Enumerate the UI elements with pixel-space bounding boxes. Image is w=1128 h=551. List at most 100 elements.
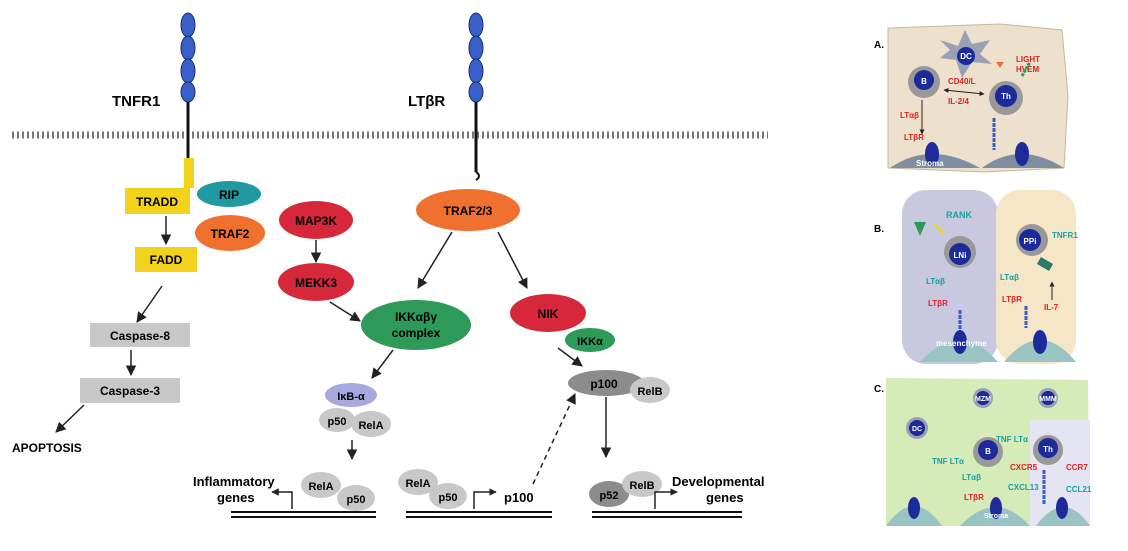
b-label-c: B	[985, 447, 991, 456]
p52-node	[589, 481, 629, 507]
map3k-node	[279, 201, 353, 239]
panel-b-label: B.	[874, 224, 884, 235]
mesenchyme-label-b: mesenchyme	[936, 339, 987, 348]
rela-node-g	[301, 472, 341, 498]
panel-b: B. RANK LNi PPi TNFR1 LTαβ LTβR LTαβ LTβ…	[874, 190, 1078, 364]
ikba-label: IκB-α	[337, 391, 365, 403]
arrow-nik-p100	[557, 347, 583, 367]
ltbr2-label-b: LTβR	[1002, 295, 1022, 304]
relb-node-r	[622, 471, 662, 497]
ikk-complex-node	[361, 300, 471, 350]
developmental-tss-arrow	[654, 488, 678, 509]
ltab-label-c: LTαβ	[962, 473, 981, 482]
rip-node	[197, 181, 261, 207]
rela-node-m	[398, 469, 438, 495]
rela-label-g: RelA	[308, 481, 333, 493]
p50-node-g	[337, 485, 375, 511]
arrow-traf23-ikk	[417, 231, 453, 289]
cxcr5-label-c: CXCR5	[1010, 463, 1038, 472]
ltbr1-label-b: LTβR	[928, 299, 948, 308]
ltbr-label-a: LTβR	[904, 133, 924, 142]
p50-label-m: p50	[439, 492, 458, 504]
p50-node-a	[319, 408, 355, 432]
panel-a: A. DC B Th CD40/L IL-2/4 LIGHT HVEM LTαβ…	[874, 23, 1069, 173]
ltbr-receptor	[468, 12, 484, 181]
rela-node-a	[351, 411, 391, 437]
th-cell-a	[995, 85, 1017, 107]
ccr7-label-c: CCR7	[1066, 463, 1088, 472]
developmental-genes-label-1: Developmental	[672, 474, 764, 489]
caspase8-label: Caspase-8	[110, 329, 170, 343]
inflammatory-tss-arrow	[271, 488, 293, 509]
ltab-label-a: LTαβ	[900, 111, 919, 120]
tnfr1-receptor	[180, 12, 196, 188]
ccl21-label-c: CCL21	[1066, 485, 1092, 494]
cxcl13-label-c: CXCL13	[1008, 483, 1039, 492]
arrow-b-th-a	[943, 87, 985, 97]
panel-a-label: A.	[874, 40, 884, 51]
tnfr1-label: TNFR1	[112, 93, 160, 110]
caspase3-box	[80, 378, 180, 403]
panel-b-left-bg	[902, 190, 998, 364]
light-label-a: LIGHT	[1016, 55, 1040, 64]
th-cell-c	[1038, 438, 1058, 458]
th-label-c: Th	[1043, 445, 1053, 454]
b-cell-a	[914, 70, 934, 90]
caspase3-label: Caspase-3	[100, 384, 160, 398]
panel-b-right-bg	[996, 190, 1076, 364]
inflammatory-genes-label-2: genes	[217, 490, 255, 505]
nik-node	[510, 294, 586, 332]
dc-cell-c	[909, 420, 925, 436]
ltbr-label: LTβR	[408, 93, 445, 110]
ppi-cell-b	[1019, 229, 1041, 251]
arrow-ikk-ikba	[371, 349, 394, 379]
mzm-cell-c	[976, 391, 990, 405]
traf2-node	[195, 215, 265, 251]
developmental-genes-label-2: genes	[706, 490, 744, 505]
ikka-node	[565, 328, 615, 352]
ikk-complex-label-1: IKKαβγ	[395, 310, 437, 324]
p100-label: p100	[590, 377, 618, 391]
rela-label-m: RelA	[405, 478, 430, 490]
mekk3-node	[278, 263, 354, 301]
p100-dna	[406, 511, 552, 518]
tradd-label: TRADD	[136, 195, 178, 209]
stroma-label-a: Stroma	[916, 159, 944, 168]
dashed-arrow-p100-gene	[532, 393, 576, 485]
ltab2-label-b: LTαβ	[1000, 273, 1019, 282]
inflammatory-dna	[231, 511, 376, 518]
relb-node	[630, 377, 670, 403]
p100-node	[568, 370, 644, 396]
ltbr-label-c: LTβR	[964, 493, 984, 502]
fadd-label: FADD	[150, 253, 183, 267]
mekk3-label: MEKK3	[295, 276, 337, 290]
arrow-casp3-apoptosis	[55, 404, 85, 433]
tradd-box	[125, 188, 190, 214]
stroma-label-c: Stroma	[984, 513, 1008, 520]
panel-c: C. MZM MMM DC TNF LTα TNF LTα B Th CXCR5…	[874, 378, 1092, 526]
traf2-label: TRAF2	[211, 227, 250, 241]
p50-node-m	[429, 483, 467, 509]
ikka-label: IKKα	[577, 336, 603, 348]
caspase8-box	[90, 323, 190, 347]
rank-label-b: RANK	[946, 210, 972, 220]
apoptosis-label: APOPTOSIS	[12, 441, 82, 455]
developmental-dna	[592, 511, 742, 518]
tnfr1-label-b: TNFR1	[1052, 231, 1078, 240]
ppi-label-b: PPi	[1024, 237, 1037, 246]
lni-cell-b	[949, 243, 971, 265]
lni-label-b: LNi	[954, 251, 967, 260]
p52-label: p52	[600, 490, 619, 502]
inflammatory-genes-label-1: Inflammatory	[193, 474, 275, 489]
traf23-node	[416, 189, 520, 231]
arrow-traf23-nik	[497, 231, 528, 289]
nik-label: NIK	[538, 307, 559, 321]
rip-label: RIP	[219, 188, 239, 202]
p100-tss-arrow	[473, 488, 497, 509]
fadd-box	[135, 247, 197, 272]
ikk-complex-label-2: complex	[392, 326, 441, 340]
il24-label-a: IL-2/4	[948, 97, 969, 106]
th-label-a: Th	[1001, 92, 1011, 101]
arrow-mekk3-ikk	[329, 301, 361, 322]
p100-gene-label: p100	[504, 490, 534, 505]
